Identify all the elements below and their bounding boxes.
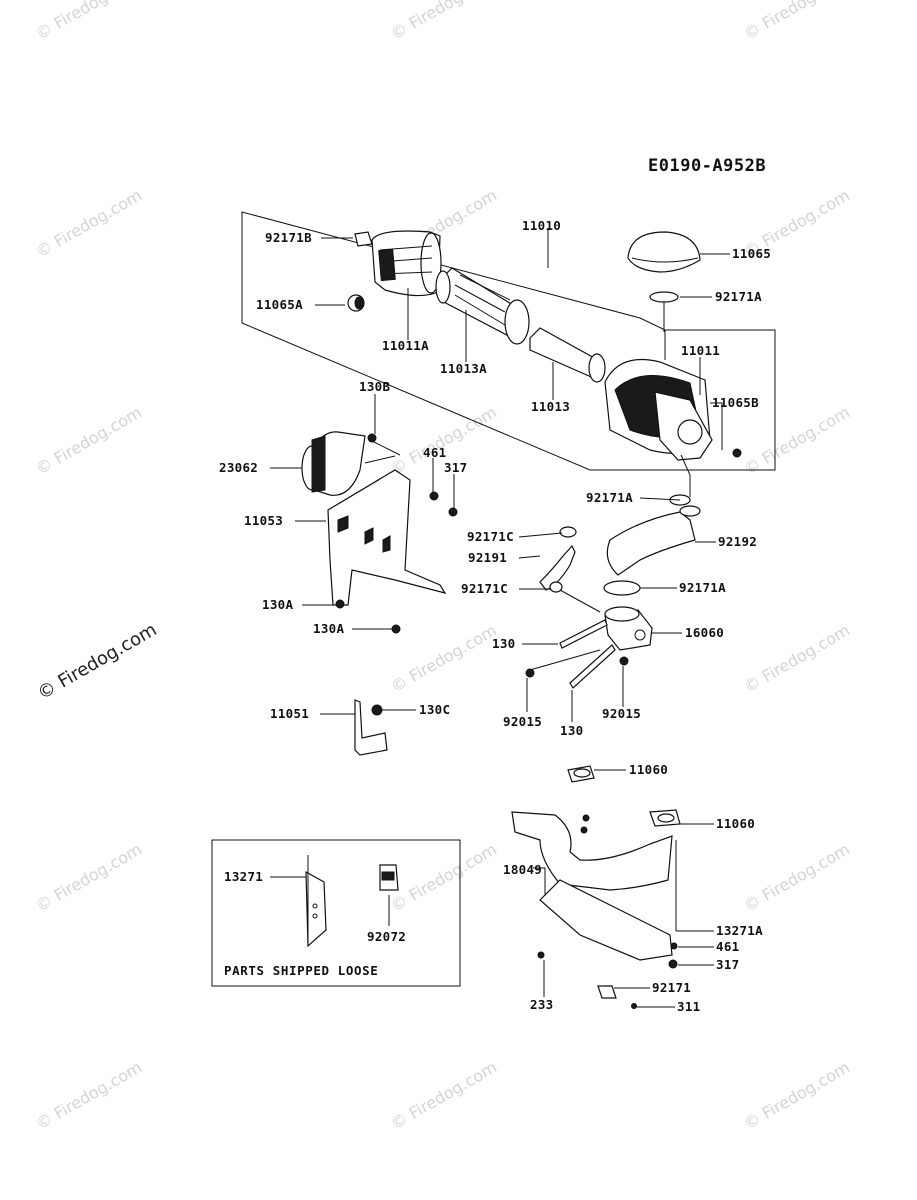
dust-cap — [627, 231, 701, 273]
watermark: © Firedog.com — [33, 0, 146, 43]
part-label: 92171A — [679, 580, 726, 595]
part-label: 16060 — [685, 625, 724, 640]
inner-filter-element — [529, 327, 606, 383]
part-label: 23062 — [219, 460, 258, 475]
part-label: 11011A — [382, 338, 429, 353]
clamp-part — [354, 231, 373, 247]
part-label: 11060 — [629, 762, 668, 777]
mounting-bracket — [327, 433, 458, 634]
part-label: 461 — [716, 939, 739, 954]
air-cleaner-body — [604, 358, 713, 461]
small-bracket — [354, 699, 388, 756]
part-label: 11013 — [531, 399, 570, 414]
part-label: 92171C — [461, 581, 508, 596]
part-label: 130 — [560, 723, 583, 738]
breather-hose — [539, 526, 577, 593]
part-label: 461 — [423, 445, 446, 460]
watermark: © Firedog.com — [388, 621, 501, 697]
hose-clamp — [649, 291, 679, 332]
exhaust-pipe — [511, 765, 681, 1009]
watermark: © Firedog.com — [388, 840, 501, 916]
part-label: 13271A — [716, 923, 763, 938]
elbow-fitting — [604, 606, 653, 651]
part-label: 130A — [313, 621, 344, 636]
part-label: 11013A — [440, 361, 487, 376]
part-label: 92171B — [265, 230, 312, 245]
part-label: 92015 — [503, 714, 542, 729]
part-label: 92171 — [652, 980, 691, 995]
part-label: 311 — [677, 999, 700, 1014]
leader-lines — [270, 228, 730, 1008]
part-label: 11065A — [256, 297, 303, 312]
part-label: 92072 — [367, 929, 406, 944]
parts-shipped-loose-box: PARTS SHIPPED LOOSE — [211, 839, 461, 987]
watermark: © Firedog.com — [741, 840, 854, 916]
part-label: 130B — [359, 379, 390, 394]
part-label: 92015 — [602, 706, 641, 721]
watermark: © Firedog.com — [33, 840, 146, 916]
watermark: © Firedog.com — [388, 0, 501, 43]
hose-clamp-lower — [603, 580, 641, 596]
precleaner — [301, 431, 366, 496]
part-label: 11051 — [270, 706, 309, 721]
part-labels: 92171B 11065A 11011A 11013A 11010 11065 … — [219, 218, 771, 1014]
part-label: 11053 — [244, 513, 283, 528]
watermark: © Firedog.com — [741, 1058, 854, 1134]
part-label: 130C — [419, 702, 450, 717]
part-label: 11011 — [681, 343, 720, 358]
air-cleaner-cover — [371, 230, 442, 297]
part-label: 130A — [262, 597, 293, 612]
part-label: 11060 — [716, 816, 755, 831]
watermark: © Firedog.com — [33, 186, 146, 262]
part-label: 233 — [530, 997, 553, 1012]
part-label: 18049 — [503, 862, 542, 877]
watermark: © Firedog.com — [388, 1058, 501, 1134]
outer-filter-element — [435, 267, 530, 345]
part-label: 11010 — [522, 218, 561, 233]
part-label: 92171A — [586, 490, 633, 505]
parts-shipped-loose-label: PARTS SHIPPED LOOSE — [224, 963, 378, 978]
part-label: 92171C — [467, 529, 514, 544]
watermark-dark: © Firedog.com — [34, 619, 160, 704]
cap-part — [347, 294, 365, 312]
diagram-code: E0190-A952B — [648, 156, 766, 176]
part-label: 92171A — [715, 289, 762, 304]
part-label: 92192 — [718, 534, 757, 549]
watermark: © Firedog.com — [741, 0, 854, 43]
bolts — [525, 619, 629, 689]
part-label: 317 — [716, 957, 739, 972]
air-cleaner-assembly-outline — [241, 211, 776, 471]
valve-part — [732, 448, 742, 458]
watermark: © Firedog.com — [741, 403, 854, 479]
part-label: 13271 — [224, 869, 263, 884]
part-label: 11065B — [712, 395, 759, 410]
part-label: 11065 — [732, 246, 771, 261]
part-label: 317 — [444, 460, 467, 475]
watermark: © Firedog.com — [33, 1058, 146, 1134]
intake-hose — [606, 494, 701, 576]
part-label: 130 — [492, 636, 515, 651]
watermark: © Firedog.com — [741, 621, 854, 697]
watermark: © Firedog.com — [33, 403, 146, 479]
part-label: 92191 — [468, 550, 507, 565]
